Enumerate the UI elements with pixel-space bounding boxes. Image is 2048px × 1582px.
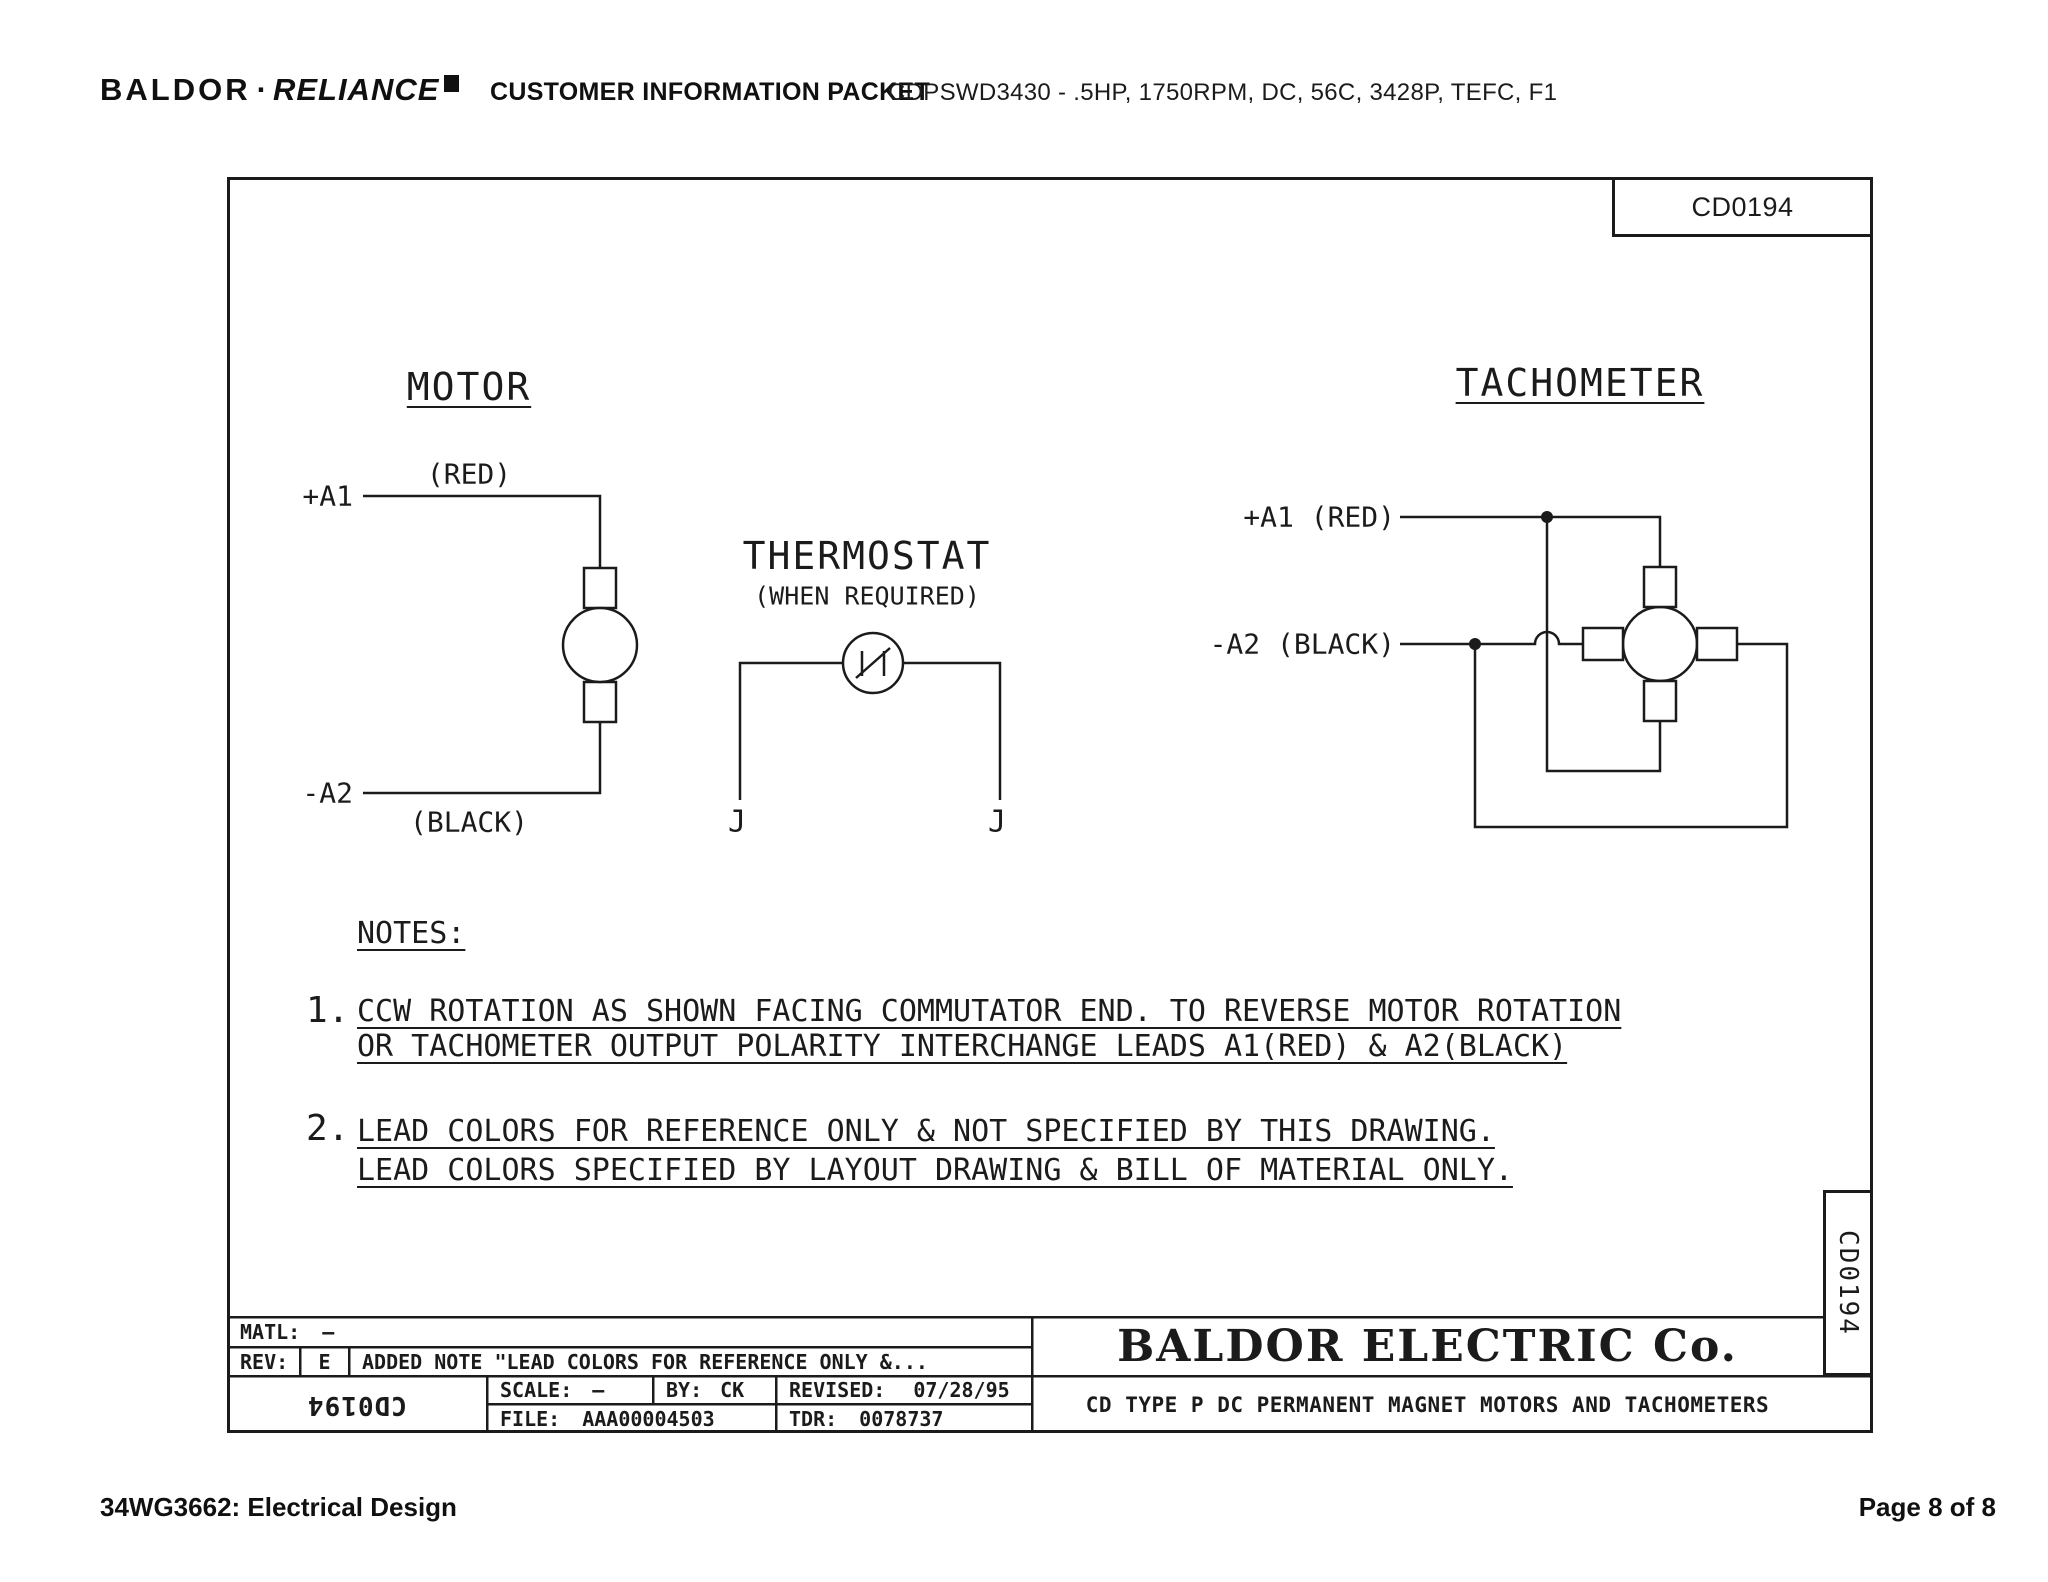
titleblock-drawing-title-cell: CD TYPE P DC PERMANENT MAGNET MOTORS AND… (1032, 1376, 1823, 1433)
packet-title: CUSTOMER INFORMATION PACKET (490, 78, 931, 106)
doc-number-rotated: CD0194 (307, 1389, 407, 1420)
scale-label: SCALE: (500, 1378, 573, 1402)
motor-brush (582, 566, 618, 610)
motor-symbol (363, 494, 639, 795)
titleblock-company-cell: BALDOR ELECTRIC Co. (1032, 1317, 1823, 1376)
note-line: LEAD COLORS SPECIFIED BY LAYOUT DRAWING … (357, 1153, 1513, 1188)
titleblock-docnumber-rotated-cell: CD0194 (227, 1376, 487, 1433)
wire-segment (903, 661, 1002, 800)
thermostat-symbol (738, 631, 1002, 800)
rev-value: E (318, 1349, 331, 1374)
titleblock-file-cell: FILE: AAA00004503 (487, 1404, 776, 1433)
note-line: LEAD COLORS FOR REFERENCE ONLY & NOT SPE… (357, 1114, 1495, 1149)
tachometer-title: TACHOMETER (1455, 361, 1705, 405)
note-2-number: 2. (306, 1108, 350, 1149)
titleblock-rev-note-cell: ADDED NOTE "LEAD COLORS FOR REFERENCE ON… (349, 1347, 1032, 1376)
thermostat-title: THERMOSTAT (742, 534, 992, 578)
note-2-text: LEAD COLORS FOR REFERENCE ONLY & NOT SPE… (357, 1112, 1513, 1190)
motor-lead-a2-color: (BLACK) (409, 805, 529, 839)
file-label: FILE: (500, 1406, 561, 1431)
motor-brush (582, 680, 618, 724)
junction-dot (1469, 638, 1481, 650)
titleblock-matl-cell: MATL: – (227, 1317, 1032, 1347)
thermostat-terminal-j-left: J (727, 804, 747, 840)
tachometer-brush (1642, 565, 1678, 609)
junction-dot (1541, 511, 1553, 523)
file-value: AAA00004503 (582, 1406, 715, 1431)
thermostat-contact-symbol (855, 647, 891, 679)
motor-lead-a1-color: (RED) (426, 457, 512, 491)
titleblock-by-cell: BY: CK (653, 1376, 776, 1404)
titleblock-tdr-cell: TDR: 0078737 (776, 1404, 1032, 1433)
titleblock-scale-cell: SCALE: – (487, 1376, 653, 1404)
note-line: CCW ROTATION AS SHOWN FACING COMMUTATOR … (357, 994, 1622, 1029)
titleblock-revised-cell: REVISED: 07/28/95 (776, 1376, 1032, 1404)
rev-label: REV: (240, 1349, 289, 1374)
tdr-label: TDR: (789, 1406, 838, 1431)
note-1-text: CCW ROTATION AS SHOWN FACING COMMUTATOR … (357, 994, 1621, 1064)
footer-document-id: 34WG3662: Electrical Design (100, 1492, 457, 1522)
logo-trademark-icon (444, 75, 460, 92)
wire-segment (1545, 517, 1662, 773)
motor-lead-a1-label: +A1 (302, 479, 353, 513)
tachometer-symbol (1400, 511, 1789, 829)
drawing-border-frame (227, 177, 1873, 1433)
thermostat-terminal-j-right: J (987, 804, 1007, 840)
motor-title: MOTOR (406, 365, 532, 409)
motor-lead-a2-label: -A2 (302, 776, 353, 810)
wire-segment (1400, 515, 1662, 567)
tachometer-lead-a2-label: -A2 (BLACK) (1209, 627, 1395, 661)
wire-segment (1473, 642, 1789, 829)
drawing-title: CD TYPE P DC PERMANENT MAGNET MOTORS AND… (1085, 1392, 1770, 1417)
title-block-lines (227, 1315, 1873, 1433)
doc-number-side: CD0194 (1833, 1230, 1864, 1336)
motor-armature-circle (561, 606, 639, 684)
thermostat-subtitle: (WHEN REQUIRED) (754, 581, 980, 611)
titleblock-rev-label-cell: REV: (227, 1347, 300, 1376)
tachometer-brush (1695, 626, 1739, 662)
note-line: OR TACHOMETER OUTPUT POLARITY INTERCHANG… (357, 1029, 1568, 1064)
tachometer-armature-circle (1621, 605, 1699, 683)
wire-hop (1400, 630, 1583, 646)
titleblock-rev-value-cell: E (300, 1347, 349, 1376)
by-value: CK (720, 1378, 745, 1402)
matl-value: – (322, 1320, 335, 1344)
note-1-number: 1. (306, 990, 350, 1031)
footer-page-number: Page 8 of 8 (1858, 1492, 1996, 1522)
wire-segment (363, 494, 602, 568)
scale-value: – (592, 1378, 605, 1402)
logo-baldor-text: BALDOR (100, 72, 251, 107)
revised-value: 07/28/95 (913, 1378, 1010, 1402)
tachometer-brush (1642, 679, 1678, 723)
tachometer-brush (1581, 626, 1625, 662)
revised-label: REVISED: (789, 1378, 886, 1402)
tdr-value: 0078737 (859, 1406, 944, 1431)
matl-label: MATL: (240, 1320, 301, 1344)
company-name: BALDOR ELECTRIC Co. (1117, 1321, 1738, 1372)
logo-reliance-text: RELIANCE (272, 72, 440, 107)
tachometer-lead-a1-label: +A1 (RED) (1243, 500, 1395, 534)
wire-segment (738, 661, 843, 800)
doc-number-side-box: CD0194 (1823, 1190, 1873, 1376)
wire-segment (363, 722, 602, 795)
logo-separator-dot: · (256, 72, 267, 107)
doc-number-box: CD0194 (1612, 177, 1873, 237)
doc-number-top: CD0194 (1691, 191, 1794, 222)
rev-note: ADDED NOTE "LEAD COLORS FOR REFERENCE ON… (362, 1349, 928, 1374)
notes-heading: NOTES: (357, 916, 466, 951)
by-label: BY: (666, 1378, 703, 1402)
product-code: CDPSWD3430 - .5HP, 1750RPM, DC, 56C, 342… (888, 79, 1558, 106)
baldor-reliance-logo: BALDOR · RELIANCE (100, 72, 460, 108)
